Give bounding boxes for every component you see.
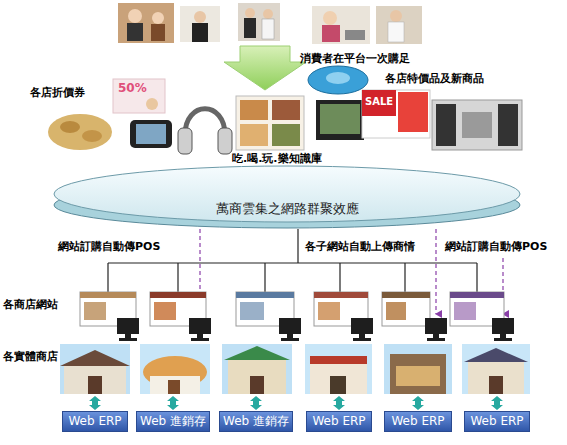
system-box: Web 進銷存: [219, 411, 293, 432]
price-tag: 50%: [118, 82, 147, 95]
box-text: Web ERP: [470, 414, 523, 429]
tree-lines: [108, 229, 477, 292]
cloud-disc: 萬商雲集之網路群聚效應: [52, 163, 522, 231]
box-text: Web 進銷存: [223, 414, 289, 429]
flow-label: 網站訂購自動傳POS: [58, 240, 160, 253]
physical-stores: [60, 344, 530, 394]
flow-label: 網站訂購自動傳POS: [445, 240, 547, 253]
pos-terminals: [117, 318, 514, 341]
caption-text: 吃.喝.玩.樂知識庫: [232, 152, 322, 165]
system-box: Web ERP: [384, 411, 452, 432]
box-text: Web ERP: [312, 414, 365, 429]
system-box: Web 進銷存: [136, 411, 210, 432]
box-text: Web 進銷存: [140, 414, 206, 429]
product-pictures: [48, 66, 522, 154]
system-box: Web ERP: [62, 411, 128, 432]
teal-double-arrows: [89, 396, 503, 410]
caption-text: 各店特價品及新商品: [385, 72, 484, 85]
row-label: 各商店網站: [3, 298, 58, 311]
consumer-photos: [118, 3, 422, 44]
caption-text: 消費者在平台一次購足: [300, 52, 410, 65]
system-box: Web ERP: [464, 411, 530, 432]
disc-title: 萬商雲集之網路群聚效應: [52, 201, 522, 217]
disc-outline: [52, 163, 522, 231]
caption-text: 各店折價券: [30, 86, 85, 99]
box-text: Web ERP: [68, 414, 121, 429]
row-label: 各實體商店: [3, 350, 58, 363]
system-box: Web ERP: [306, 411, 372, 432]
flow-label: 各子網站自動上傳商情: [305, 240, 415, 253]
box-text: Web ERP: [391, 414, 444, 429]
down-arrow: [224, 46, 306, 90]
sale-tag: SALE: [365, 95, 393, 108]
